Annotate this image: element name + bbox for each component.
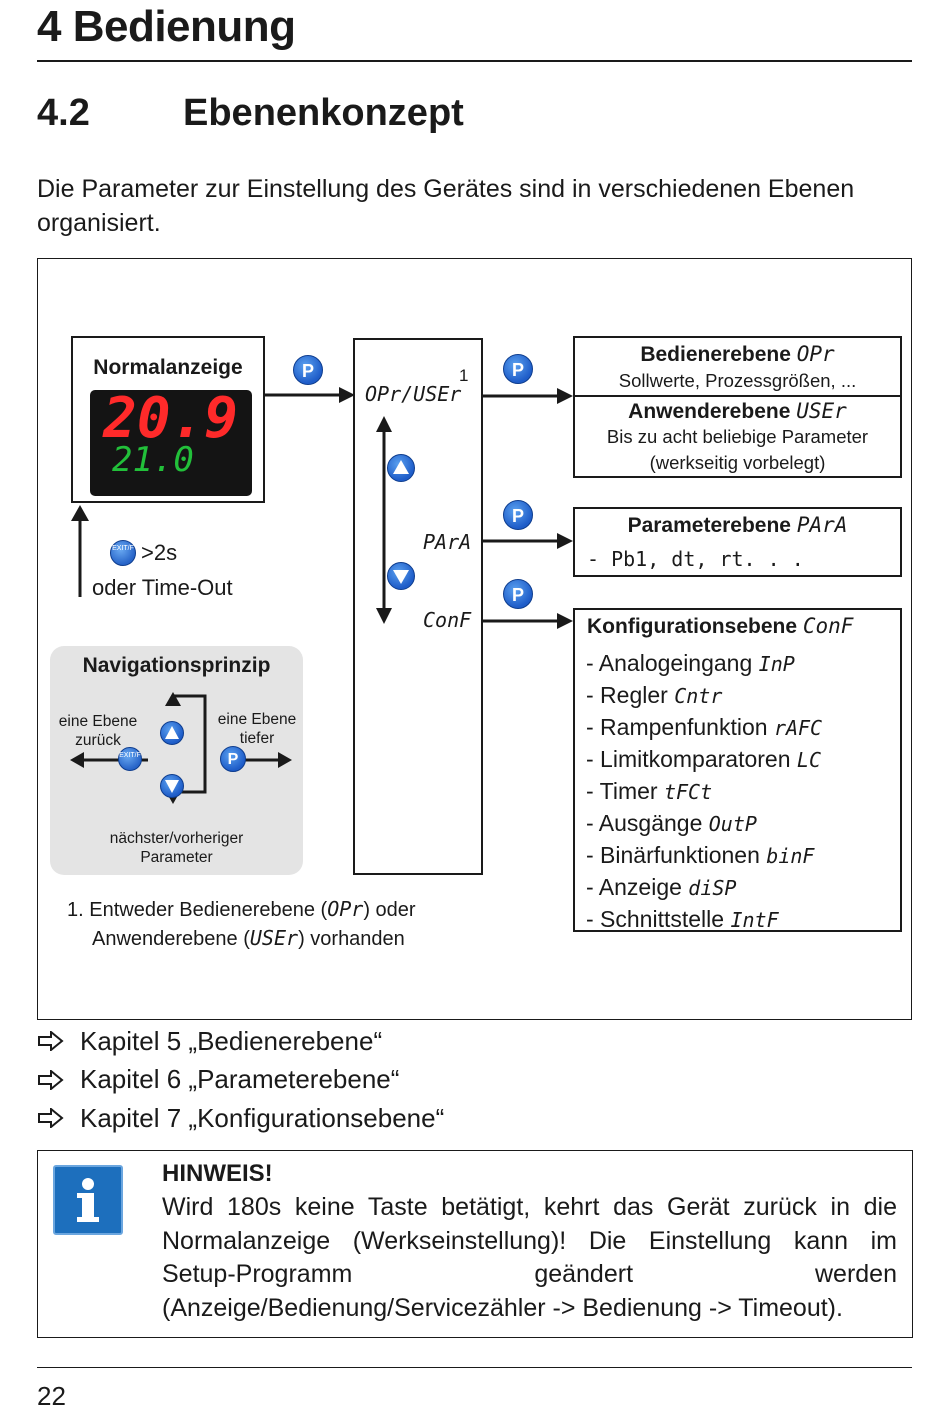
list-item[interactable]: Kapitel 5 „Bedienerebene“: [37, 1022, 444, 1061]
reference-link[interactable]: Kapitel 7 „Konfigurationsebene“: [80, 1102, 445, 1133]
parameter-level-items: - Pb1, dt, rt. . .: [587, 547, 804, 571]
user-level-desc-2: (werkseitig vorbelegt): [649, 452, 826, 473]
footer-rule: [37, 1367, 912, 1368]
arrow-to-parameter-level: [483, 533, 573, 549]
arrow-right-outline-icon: [38, 1069, 64, 1090]
arrow-right-outline-icon: [38, 1108, 64, 1129]
footnote-line-1: 1. Entweder Bedienerebene (OPr) oder: [67, 897, 416, 921]
nav-deeper-label: eine Ebene tiefer: [217, 711, 297, 747]
menu-column: OPr/USEr 1 PArA ConF: [353, 338, 483, 875]
note-text: Wird 180s keine Taste betätigt, kehrt da…: [162, 1193, 897, 1322]
menu-item-para: PArA: [423, 530, 472, 554]
info-icon: [53, 1165, 123, 1235]
footnote-line-2: Anwenderebene (USEr) vorhanden: [92, 926, 405, 950]
reference-list: Kapitel 5 „Bedienerebene“ Kapitel 6 „Par…: [37, 1022, 444, 1138]
up-down-arrow: [376, 416, 392, 624]
reference-link[interactable]: Kapitel 6 „Parameterebene“: [80, 1064, 400, 1095]
user-level-heading: Anwenderebene USEr: [628, 399, 847, 423]
led-screen: 20.9 21.0: [90, 386, 252, 496]
list-item: - Anzeige diSP: [586, 874, 737, 900]
list-item[interactable]: Kapitel 6 „Parameterebene“: [37, 1061, 444, 1100]
normal-display-title: Normalanzeige: [93, 356, 243, 379]
diagram-frame: [37, 258, 912, 1020]
menu-item-conf: ConF: [423, 608, 472, 632]
arrow-right-outline-icon: [38, 1031, 64, 1052]
section-title: Ebenenkonzept: [183, 92, 464, 134]
list-item: - Rampenfunktion rAFC: [586, 714, 823, 740]
config-level-box: Konfigurationsebene ConF - Analogeingang…: [573, 608, 902, 932]
config-level-heading: Konfigurationsebene ConF: [587, 614, 854, 638]
p-key-icon: P: [293, 355, 323, 385]
up-key-icon: [160, 721, 184, 745]
p-key-icon: P: [503, 354, 533, 384]
parameter-level-box: Parameterebene PArA - Pb1, dt, rt. . .: [573, 507, 902, 577]
section-number: 4.2: [37, 92, 90, 134]
list-item: - Schnittstelle IntF: [586, 906, 779, 932]
down-key-icon: [387, 562, 415, 590]
p-key-icon: P: [220, 746, 246, 772]
menu-item-opr-user: OPr/USEr: [365, 382, 462, 406]
footnote-mark: 1: [459, 366, 469, 385]
arrow-to-menu: [265, 387, 355, 403]
list-item: - Timer tFCt: [586, 778, 713, 804]
exit-key-icon: EXIT/F: [110, 540, 136, 566]
exit-time: >2s: [141, 540, 178, 565]
list-item[interactable]: Kapitel 7 „Konfigurationsebene“: [37, 1099, 444, 1138]
navigation-title: Navigationsprinzip: [82, 654, 271, 677]
exit-key-icon: EXIT/F: [118, 747, 142, 771]
footnote: 1. Entweder Bedienerebene (OPr) oder Anw…: [67, 895, 416, 953]
nav-arrows: [70, 692, 292, 804]
parameter-level-heading: Parameterebene PArA: [627, 513, 848, 537]
chapter-title: 4 Bedienung: [37, 2, 296, 51]
list-item: - Ausgänge OutP: [586, 810, 757, 836]
normal-display-box: Normalanzeige 20.9 21.0: [71, 336, 265, 503]
list-item: - Regler Cntr: [586, 682, 723, 708]
intro-text: Die Parameter zur Einstellung des Geräte…: [37, 175, 855, 237]
list-item: - Binärfunktionen binF: [586, 842, 815, 868]
down-key-icon: [160, 774, 184, 798]
list-item: - Limitkomparatoren LC: [586, 746, 822, 772]
arrow-to-operator-level: [483, 388, 573, 404]
config-level-list: - Analogeingang InP - Regler Cntr - Ramp…: [586, 648, 822, 936]
page-number: 22: [37, 1381, 66, 1411]
led-sub-value: 21.0: [112, 440, 194, 480]
navigation-principle-panel: Navigationsprinzip eine Ebene zurück ein…: [50, 646, 303, 875]
exit-timeout: oder Time-Out: [92, 575, 233, 600]
nav-next-prev-label: nächster/vorheriger Parameter: [109, 830, 244, 866]
header-rule: [37, 60, 912, 62]
led-main-value: 20.9: [103, 386, 238, 451]
p-key-icon: P: [503, 579, 533, 609]
level-divider: [575, 395, 900, 397]
up-key-icon: [387, 454, 415, 482]
user-level-desc-1: Bis zu acht beliebige Parameter: [606, 426, 869, 447]
nav-back-label: eine Ebene zurück: [58, 713, 138, 749]
reference-link[interactable]: Kapitel 5 „Bedienerebene“: [80, 1025, 383, 1056]
operator-level-heading: Bedienerebene OPr: [640, 342, 835, 366]
arrow-to-config-level: [483, 613, 573, 629]
up-arrow-to-display: [71, 505, 89, 597]
p-key-icon: P: [503, 500, 533, 530]
operator-user-level-box: Bedienerebene OPr Sollwerte, Prozessgröß…: [573, 336, 902, 478]
note-heading: HINWEIS!: [162, 1160, 273, 1187]
operator-level-desc: Sollwerte, Prozessgrößen, ...: [618, 370, 857, 391]
list-item: - Analogeingang InP: [586, 650, 795, 676]
note-box: [37, 1150, 913, 1338]
